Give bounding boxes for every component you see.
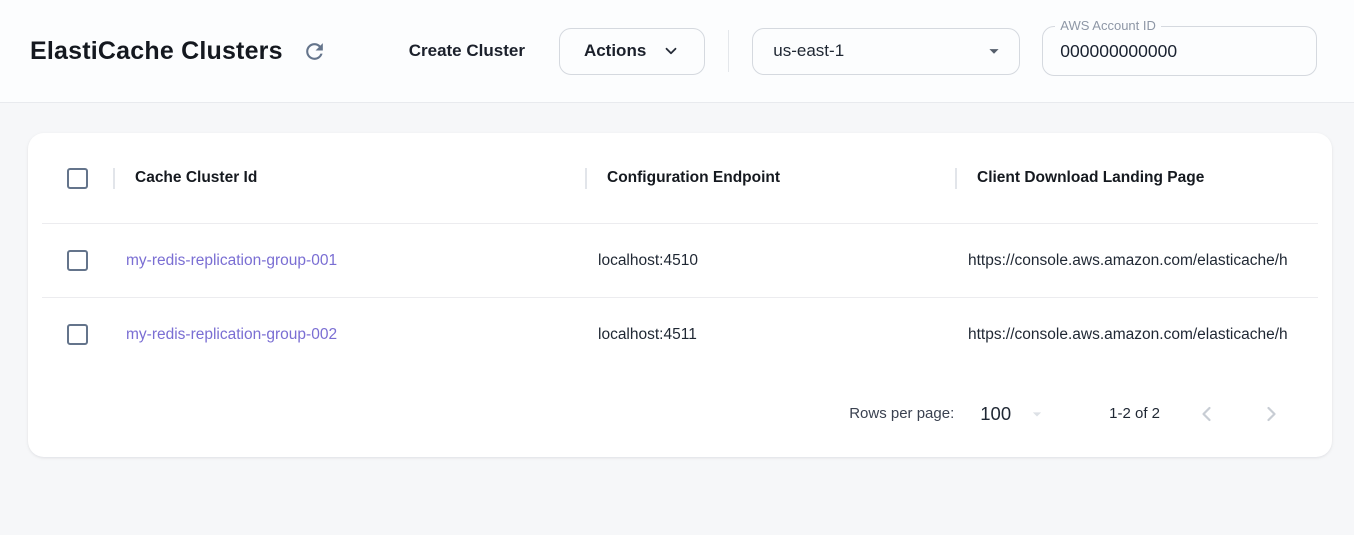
column-header-configuration-endpoint: Configuration Endpoint	[607, 169, 780, 187]
refresh-icon	[302, 39, 327, 64]
table-row: my-redis-replication-group-001 localhost…	[42, 223, 1318, 297]
column-header-cache-cluster-id: Cache Cluster Id	[135, 169, 257, 187]
rows-per-page-select[interactable]: 100	[980, 403, 1047, 425]
cluster-id-link[interactable]: my-redis-replication-group-001	[126, 252, 337, 269]
landing-page-value: https://console.aws.amazon.com/elasticac…	[955, 252, 1318, 270]
rows-per-page-caret-icon	[1027, 404, 1047, 424]
page-title: ElastiCache Clusters	[30, 37, 283, 66]
create-cluster-button[interactable]: Create Cluster	[409, 41, 525, 61]
table-header-row: Cache Cluster Id Configuration Endpoint …	[42, 133, 1318, 223]
aws-account-id-field: AWS Account ID	[1042, 26, 1317, 76]
chevron-down-icon	[662, 42, 680, 60]
column-divider	[113, 168, 115, 189]
aws-account-id-label: AWS Account ID	[1055, 18, 1161, 33]
appbar: ElastiCache Clusters Create Cluster Acti…	[0, 0, 1354, 103]
cluster-id-link[interactable]: my-redis-replication-group-002	[126, 326, 337, 343]
region-select[interactable]: us-east-1	[752, 28, 1020, 75]
next-page-button[interactable]	[1254, 397, 1288, 431]
column-divider	[955, 168, 957, 189]
toolbar-divider	[728, 30, 729, 72]
column-divider	[585, 168, 587, 189]
pagination-bar: Rows per page: 100 1-2 of 2	[42, 371, 1318, 456]
rows-per-page-label: Rows per page:	[849, 405, 954, 422]
dropdown-caret-icon	[983, 40, 1005, 62]
aws-account-id-input[interactable]	[1043, 41, 1316, 62]
previous-page-button[interactable]	[1190, 397, 1224, 431]
row-checkbox[interactable]	[67, 250, 88, 271]
configuration-endpoint-value: localhost:4510	[585, 252, 955, 270]
landing-page-value: https://console.aws.amazon.com/elasticac…	[955, 326, 1318, 344]
column-header-client-download-landing-page: Client Download Landing Page	[977, 169, 1204, 187]
table-row: my-redis-replication-group-002 localhost…	[42, 297, 1318, 371]
pagination-range-label: 1-2 of 2	[1109, 405, 1160, 422]
actions-button[interactable]: Actions	[559, 28, 705, 75]
region-select-value: us-east-1	[773, 41, 844, 61]
chevron-left-icon	[1195, 402, 1219, 426]
chevron-right-icon	[1259, 402, 1283, 426]
clusters-table-card: Cache Cluster Id Configuration Endpoint …	[28, 133, 1332, 457]
rows-per-page-value: 100	[980, 403, 1011, 425]
select-all-checkbox[interactable]	[67, 168, 88, 189]
configuration-endpoint-value: localhost:4511	[585, 326, 955, 344]
refresh-button[interactable]	[301, 37, 329, 65]
actions-button-label: Actions	[584, 41, 646, 61]
row-checkbox[interactable]	[67, 324, 88, 345]
